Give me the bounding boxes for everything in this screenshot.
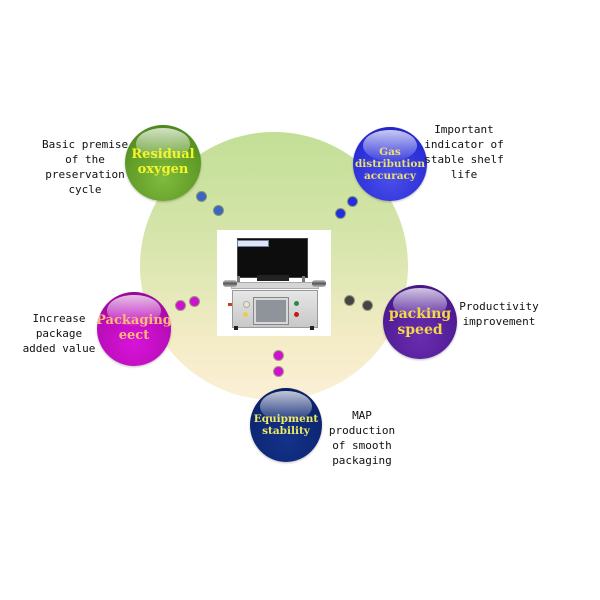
machine-button-yellow — [243, 312, 248, 317]
node-label-line: oxygen — [137, 162, 189, 177]
connector-dot — [176, 301, 185, 310]
node-label-line: distribution — [354, 157, 426, 170]
node-residual-oxygen: Residual oxygen — [125, 125, 201, 201]
machine-arm-left — [237, 276, 240, 286]
machine-roller-right — [312, 280, 326, 287]
machine-foot-right — [310, 326, 314, 330]
node-label-line: speed — [397, 322, 443, 338]
machine-seal-bar — [257, 275, 289, 281]
caption-packaging-effect: Increase package added value — [22, 312, 96, 355]
node-gas-distribution-accuracy: Gas distribution accuracy — [353, 127, 427, 201]
node-label-line: packing — [388, 305, 452, 322]
node-label-line: Residual — [131, 147, 195, 163]
connector-dot — [214, 206, 223, 215]
connector-dot — [274, 367, 283, 376]
connector-dot — [336, 209, 345, 218]
connector-dot — [197, 192, 206, 201]
node-label-line: Packaging — [97, 313, 171, 329]
caption-packing-speed: Productivity improvement — [459, 300, 539, 328]
machine-gas-inlet — [228, 303, 232, 306]
node-packing-speed: packing speed — [383, 285, 457, 359]
node-packaging-effect: Packaging eect — [97, 292, 171, 366]
machine-button-red — [294, 312, 299, 317]
machine-touchscreen — [254, 298, 288, 324]
connector-dot — [274, 351, 283, 360]
machine-foot-left — [234, 326, 238, 330]
machine-button-white — [243, 301, 250, 308]
node-equipment-stability: Equipment stability — [250, 388, 322, 462]
node-label-line: eect — [118, 328, 150, 343]
machine-arm-right — [302, 276, 305, 286]
machine-rail — [231, 282, 319, 289]
caption-equipment-stability: MAP production of smooth packaging — [328, 409, 396, 467]
connector-dot — [190, 297, 199, 306]
node-label-line: Equipment — [253, 412, 319, 425]
machine-button-green — [294, 301, 299, 306]
node-label-line: stability — [262, 425, 310, 437]
node-label-line: accuracy — [363, 170, 417, 183]
connector-dot — [345, 296, 354, 305]
machine-logo — [237, 240, 269, 247]
machine-roller-left — [223, 280, 237, 287]
node-label-line: Gas — [379, 145, 401, 158]
caption-residual-oxygen: Basic premise of the preservation cycle — [42, 138, 129, 196]
connector-dot — [363, 301, 372, 310]
connector-dot — [348, 197, 357, 206]
machine-image — [217, 230, 331, 336]
caption-gas-distribution-accuracy: Important indicator of stable shelf life — [424, 123, 504, 181]
